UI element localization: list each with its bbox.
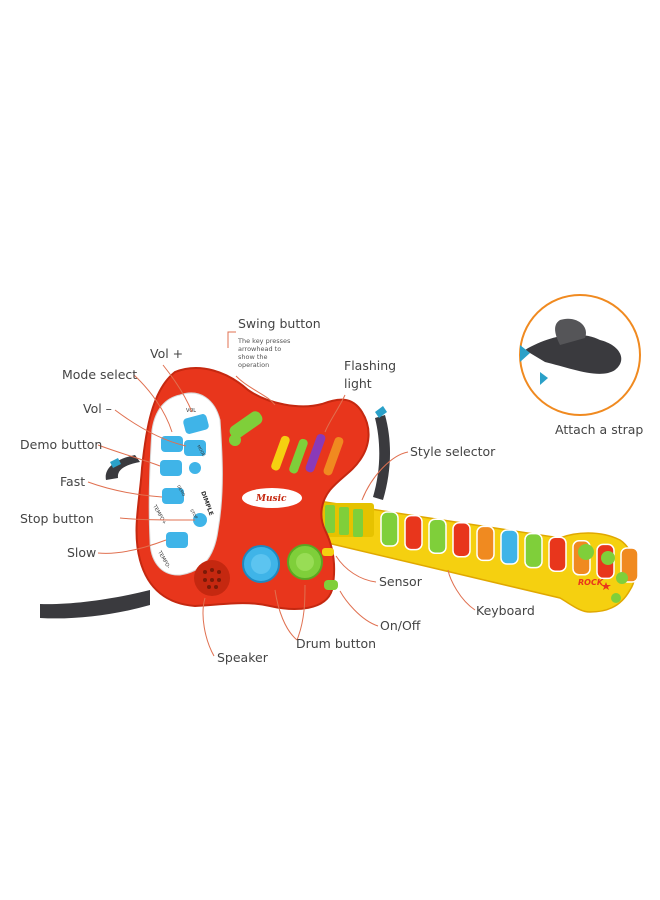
fast-key[interactable] <box>162 488 184 504</box>
keyboard-key[interactable] <box>380 511 399 547</box>
drum-button-blue-center <box>251 554 271 574</box>
style-key-1[interactable] <box>325 505 335 533</box>
keyboard-key[interactable] <box>476 525 495 562</box>
neck-head-button[interactable] <box>601 551 615 565</box>
neck-head-button[interactable] <box>616 572 628 584</box>
keyboard-key[interactable] <box>500 529 519 565</box>
label-mode-select: Mode select <box>62 367 138 382</box>
demo-indicator <box>189 462 201 474</box>
guitar-body: VOL DIMPLE TEMPO+ TEMPO- DEMO STOP MODE … <box>135 367 370 610</box>
leader-lines <box>87 331 476 657</box>
keyboard <box>380 511 639 583</box>
label-sensor: Sensor <box>379 574 422 589</box>
sensor <box>322 548 334 556</box>
demo-key[interactable] <box>160 460 182 476</box>
music-badge <box>242 488 302 508</box>
star-icon <box>601 582 611 590</box>
neck-head-button[interactable] <box>611 593 621 603</box>
on-off-switch[interactable] <box>324 580 338 590</box>
speaker-hole <box>203 578 207 582</box>
guitar-neck: ROCK <box>311 499 639 613</box>
label-demo-button: Demo button <box>20 437 103 452</box>
label-attach-strap: Attach a strap <box>555 422 644 437</box>
flashing-light-bar <box>323 436 344 476</box>
slow-key[interactable] <box>166 532 188 548</box>
label-speaker: Speaker <box>217 650 268 665</box>
demo-text: DEMO <box>176 484 186 497</box>
label-swing-note: The key presses arrowhead to show the op… <box>238 337 291 369</box>
style-key-3[interactable] <box>353 509 363 537</box>
style-key-2[interactable] <box>339 507 349 535</box>
vol-minus-key[interactable] <box>184 440 206 456</box>
speaker-hole <box>210 568 214 572</box>
stop-key[interactable] <box>193 513 207 527</box>
keyboard-key[interactable] <box>428 518 447 554</box>
speaker-hole <box>203 570 207 574</box>
swing-button-knob[interactable] <box>229 434 241 446</box>
rock-logo: ROCK <box>578 578 604 587</box>
vol-plus-key[interactable] <box>182 413 209 435</box>
label-fast: Fast <box>60 474 86 489</box>
flashing-light-bar <box>271 435 290 471</box>
speaker-hole <box>207 585 211 589</box>
keyboard-key[interactable] <box>452 522 471 558</box>
strap-clip <box>375 406 387 418</box>
flashing-light-bar <box>289 438 308 474</box>
label-keyboard: Keyboard <box>476 603 535 618</box>
stop-text: STOP <box>189 508 199 520</box>
label-swing-button: Swing button <box>238 316 321 331</box>
keyboard-key[interactable] <box>524 532 543 569</box>
mode-text: MODE <box>196 444 207 457</box>
strap-illustration <box>519 294 641 416</box>
label-on-off: On/Off <box>380 618 421 633</box>
drum-button-green-center <box>296 553 314 571</box>
keyboard-key[interactable] <box>548 536 567 572</box>
keyboard-key[interactable] <box>404 514 423 551</box>
label-style-selector: Style selector <box>410 444 496 459</box>
speaker-hole <box>217 578 221 582</box>
speaker-hole <box>210 578 214 582</box>
label-slow: Slow <box>67 545 97 560</box>
neck-head-button[interactable] <box>578 544 594 560</box>
speaker-hole <box>217 570 221 574</box>
label-drum-button: Drum button <box>296 636 377 651</box>
strap-clip <box>110 458 121 468</box>
speaker-hole <box>214 585 218 589</box>
swing-button[interactable] <box>227 409 265 441</box>
flashing-light-bar <box>305 433 326 473</box>
label-vol-plus: Vol + <box>150 346 184 361</box>
label-stop-button: Stop button <box>20 511 94 526</box>
music-badge-text: Music <box>255 494 287 504</box>
label-flashing-light: Flashing light <box>344 358 397 391</box>
label-vol-minus: Vol – <box>83 401 112 416</box>
